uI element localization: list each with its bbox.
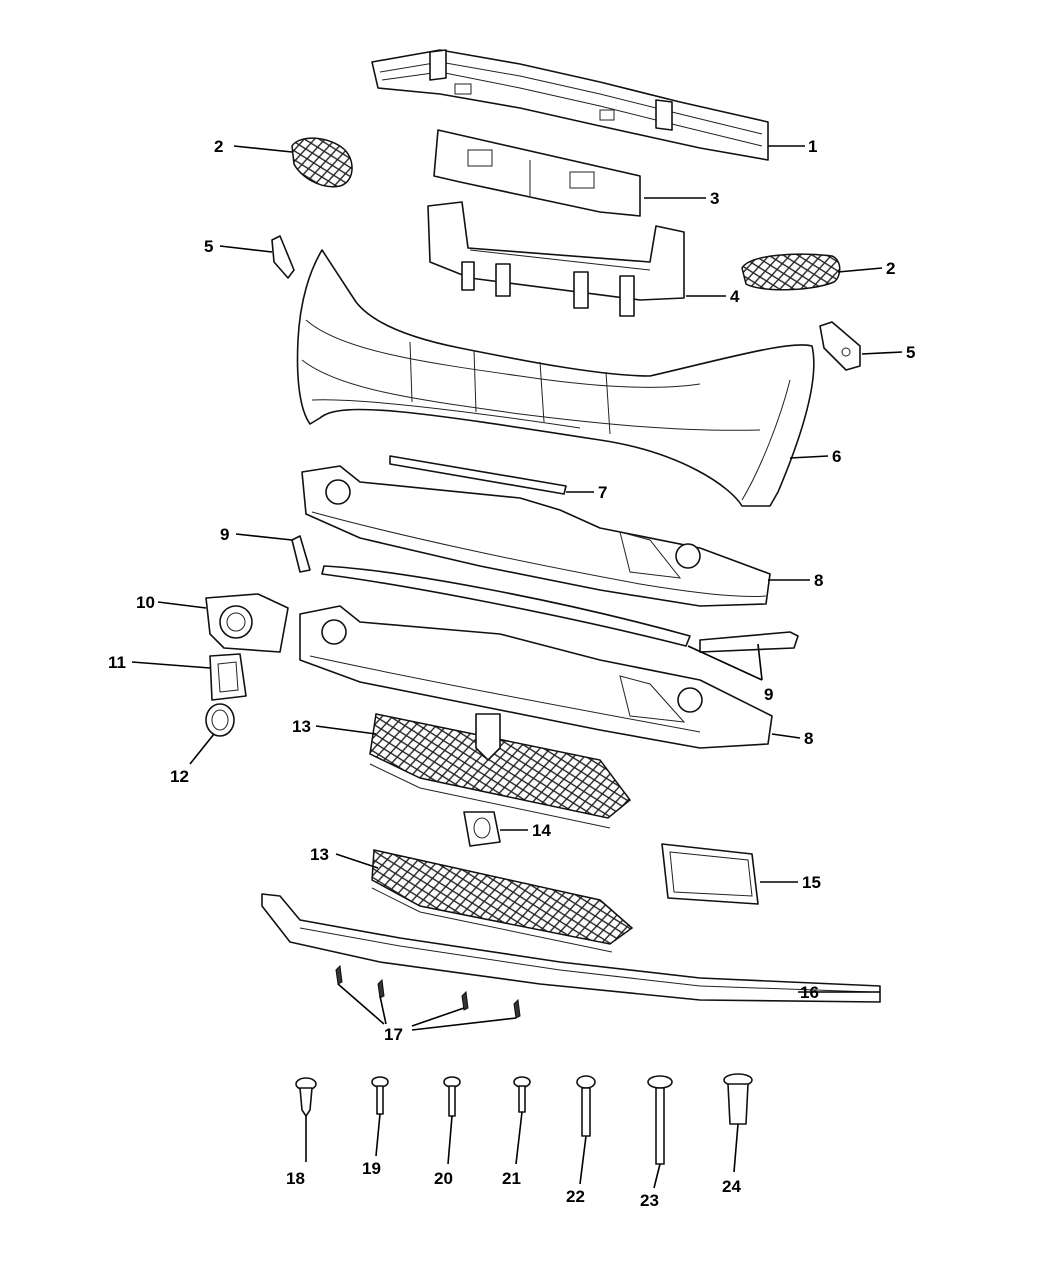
part-2-left-fog-grille	[291, 137, 353, 188]
callout-2-right: 2	[886, 259, 895, 278]
callout-5-right: 5	[906, 343, 915, 362]
callout-18: 18	[286, 1169, 305, 1188]
callout-20: 20	[434, 1169, 453, 1188]
callout-21: 21	[502, 1169, 521, 1188]
callout-24: 24	[722, 1177, 741, 1196]
callout-6: 6	[832, 447, 841, 466]
part-20-screw	[443, 1076, 461, 1117]
part-13-lower-grille	[371, 849, 634, 953]
part-8-lower-fascia-upper	[301, 465, 771, 607]
callout-labels: 1 2 2 3 4 5 5 6 7 8 9 9 10 11 12 8 13 14…	[108, 137, 915, 1210]
callout-15: 15	[802, 873, 821, 892]
part-23-bolt	[647, 1075, 673, 1165]
callout-9-left: 9	[220, 525, 229, 544]
callout-23: 23	[640, 1191, 659, 1210]
callout-22: 22	[566, 1187, 585, 1206]
part-14-sensor-bezel	[463, 811, 501, 847]
part-5-left-bracket	[271, 235, 295, 279]
part-22-bolt	[576, 1075, 596, 1137]
callout-7: 7	[598, 483, 607, 502]
callout-11: 11	[108, 653, 126, 672]
part-21-screw	[513, 1076, 531, 1113]
callout-17: 17	[384, 1025, 403, 1044]
callout-2-left: 2	[214, 137, 223, 156]
callout-3: 3	[710, 189, 719, 208]
callout-13-upper: 13	[292, 717, 311, 736]
part-24-push-fastener	[723, 1073, 753, 1125]
part-11-fog-trim-ring	[209, 653, 247, 701]
part-15-license-bracket	[661, 843, 759, 905]
part-9-right-end-trim	[699, 631, 799, 653]
callout-9-right: 9	[764, 685, 773, 704]
callout-1: 1	[808, 137, 817, 156]
part-7-upper-trim-strip	[389, 455, 567, 495]
callout-19: 19	[362, 1159, 381, 1178]
part-6-bumper-fascia	[296, 249, 815, 507]
part-9-center-chrome-strip	[321, 565, 691, 647]
part-10-fog-bezel	[205, 593, 289, 653]
part-12-fog-lamp	[205, 703, 235, 737]
part-8-lower-fascia-lower	[299, 605, 773, 749]
callout-8-lower: 8	[804, 729, 813, 748]
leader-lines	[131, 145, 903, 1189]
part-13-upper-grille	[369, 713, 632, 829]
callout-5-left: 5	[204, 237, 213, 256]
part-4-lower-bracket	[427, 201, 685, 317]
part-2-right-fog-grille	[741, 253, 841, 291]
callout-14: 14	[532, 821, 551, 840]
part-18-push-pin	[295, 1077, 317, 1117]
callout-13-lower: 13	[310, 845, 329, 864]
part-5-right-bracket	[819, 321, 861, 371]
callout-10: 10	[136, 593, 155, 612]
part-1-bumper-reinforcement	[371, 49, 769, 161]
callout-4: 4	[730, 287, 740, 306]
callout-8-upper: 8	[814, 571, 823, 590]
part-9-left-end-trim	[291, 535, 311, 573]
part-19-screw	[371, 1076, 389, 1115]
part-17-clips	[335, 964, 521, 1019]
callout-16: 16	[800, 983, 819, 1002]
callout-12: 12	[170, 767, 189, 786]
part-3-absorber-panel	[433, 129, 641, 217]
